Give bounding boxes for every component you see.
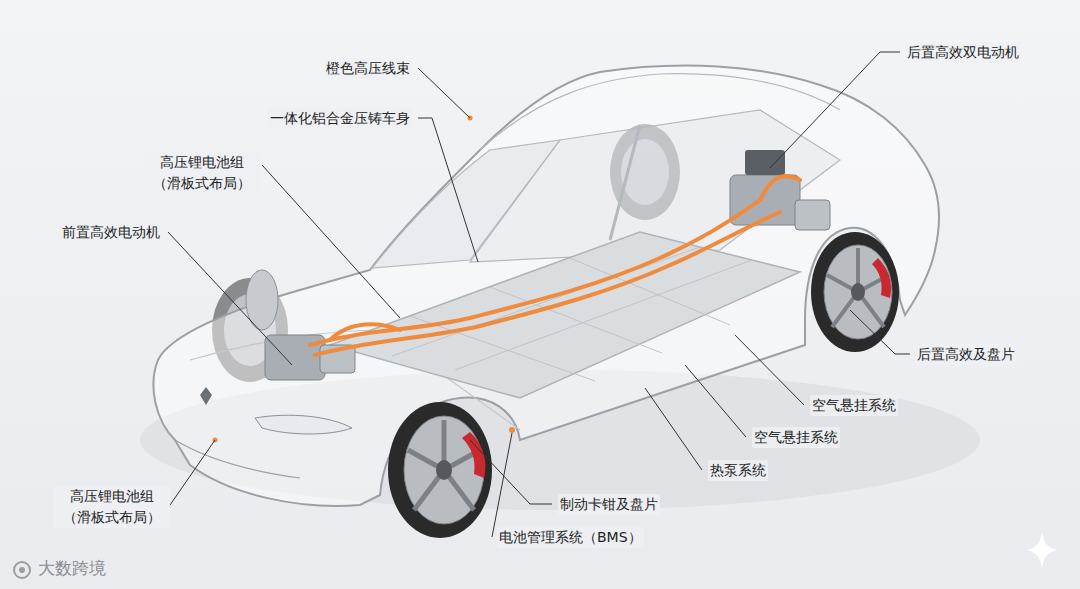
hv-cables — [310, 176, 800, 355]
leader-lines — [168, 52, 910, 537]
callout-label: 后置高效双电动机 — [905, 42, 1021, 63]
battery-pack — [330, 232, 800, 398]
rear-motor — [730, 150, 830, 230]
car-body — [153, 66, 938, 506]
callout-label: 高压锂电池组 （滑板式布局） — [54, 486, 170, 528]
callout-dot — [509, 427, 515, 433]
front-wheel — [388, 402, 492, 538]
headlight — [255, 415, 352, 434]
callout-label: 热泵系统 — [708, 460, 768, 481]
watermark: 大数跨境 — [36, 558, 108, 579]
b-pillar — [610, 125, 640, 240]
callout-label: 空气悬挂系统 — [752, 427, 840, 448]
callout-label: 前置高效电动机 — [60, 222, 162, 243]
battery-cells — [392, 247, 752, 381]
roof-line — [480, 74, 840, 150]
callout-label: 橙色高压线束 — [324, 58, 412, 79]
badge — [200, 387, 212, 405]
callout-label: 一体化铝合金压铸车身 — [268, 108, 412, 129]
watermark-logo — [14, 562, 30, 578]
sparkle-mark — [1026, 532, 1058, 568]
bumper-line — [175, 440, 300, 478]
callout-label: 电池管理系统（BMS） — [497, 527, 644, 548]
callout-label: 制动卡钳及盘片 — [558, 494, 660, 515]
callout-label: 高压锂电池组 （滑板式布局） — [144, 152, 260, 194]
callout-label: 空气悬挂系统 — [810, 395, 898, 416]
callout-label: 后置高效及盘片 — [915, 344, 1017, 365]
front-motor — [246, 270, 355, 380]
rear-wheel — [811, 232, 899, 352]
